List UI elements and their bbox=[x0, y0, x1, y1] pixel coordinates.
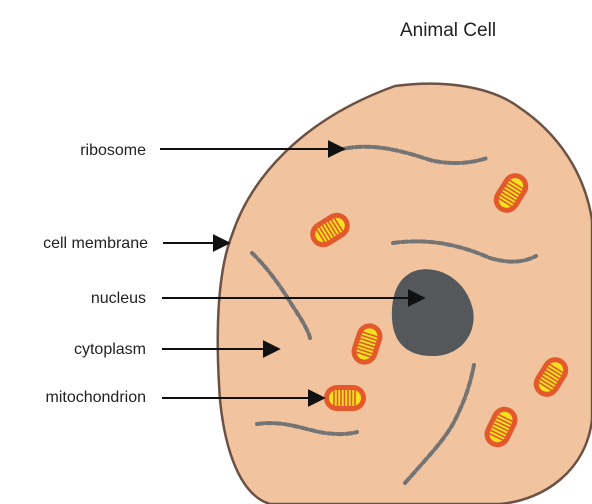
label-ribosome: ribosome bbox=[80, 142, 146, 159]
label-cytoplasm: cytoplasm bbox=[74, 341, 146, 358]
mitochondrion bbox=[324, 385, 366, 411]
label-mitochondrion: mitochondrion bbox=[46, 389, 147, 406]
label-cell-membrane: cell membrane bbox=[43, 235, 148, 252]
diagram-title: Animal Cell bbox=[400, 20, 496, 41]
label-nucleus: nucleus bbox=[91, 290, 146, 307]
